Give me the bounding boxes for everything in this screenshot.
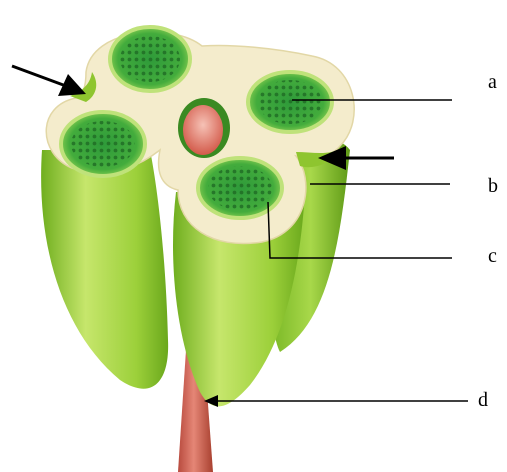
label-b: b bbox=[488, 176, 498, 196]
vascular-bundle-right bbox=[248, 72, 332, 132]
label-a: a bbox=[488, 72, 497, 92]
label-c: c bbox=[488, 246, 497, 266]
vascular-bundle-left bbox=[61, 112, 145, 176]
vascular-bundle-front bbox=[198, 158, 282, 218]
arrow-left bbox=[12, 66, 86, 96]
central-core bbox=[183, 105, 223, 155]
label-d: d bbox=[478, 390, 488, 410]
vascular-bundle-top bbox=[110, 27, 190, 91]
lobe-left-body bbox=[41, 150, 168, 389]
leader-d bbox=[204, 395, 468, 407]
